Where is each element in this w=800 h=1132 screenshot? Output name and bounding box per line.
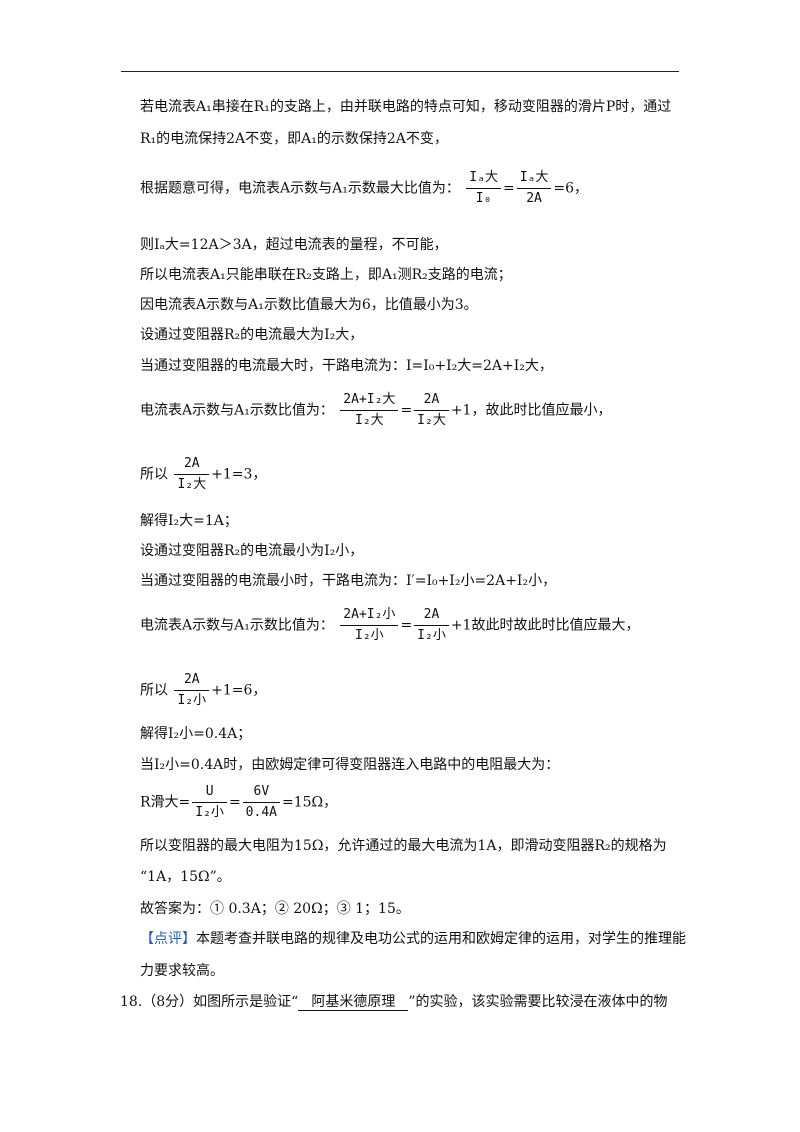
text-line-7: 设通过变阻器R₂的电流最大为I₂大， [140, 327, 364, 343]
text-line-19: 所以变阻器的最大电阻为15Ω，允许通过的最大电流为1A，即滑动变阻器R₂的规格为 [140, 838, 667, 854]
text-line-5: 所以电流表A₁只能串联在R₂支路上，即A₁测R₂支路的电流； [140, 267, 512, 283]
review-paragraph: 【点评】本题考查并联电路的规律及电功公式的运用和欧姆定律的运用，对学生的推理能 [140, 931, 686, 947]
text-line-8: 当通过变阻器的电流最大时，干路电流为：I=I₀+I₂大=2A+I₂大， [140, 358, 553, 374]
text-line-20: “1A，15Ω”。 [140, 869, 231, 885]
text-line-6: 因电流表A示数与A₁示数比值最大为6，比值最小为3。 [140, 297, 478, 313]
text-line-16: 解得I₂小=0.4A； [140, 726, 252, 742]
text-line-17: 当I₂小=0.4A时，由欧姆定律可得变阻器连入电路中的电阻最大为： [140, 757, 560, 773]
formula-prefix: 根据题意可得，电流表A示数与A₁示数最大比值为： [140, 180, 460, 197]
text-line-12: 设通过变阻器R₂的电流最小为I₂小， [140, 543, 364, 559]
question-18: 18.（8分）如图所示是验证“阿基米德原理”的实验，该实验需要比较浸在液体中的物 [120, 994, 668, 1011]
text-line-23: 力要求较高。 [140, 963, 224, 979]
text-line-4: 则Iₐ大=12A＞3A，超过电流表的量程，不可能， [140, 237, 448, 253]
text-line-2: R₁的电流保持2A不变，即A₁的示数保持2A不变， [140, 131, 448, 147]
review-tag: 【点评】 [140, 931, 196, 947]
text-line-1: 若电流表A₁串接在R₁的支路上，由并联电路的特点可知，移动变阻器的滑片P时，通过 [140, 99, 672, 115]
text-line-13: 当通过变阻器的电流最小时，干路电流为：I′=I₀+I₂小=2A+I₂小， [140, 573, 557, 589]
answer-line: 故答案为：① 0.3A；② 20Ω；③ 1；15。 [140, 901, 410, 917]
header-rule [121, 71, 679, 72]
answer-blank: 阿基米德原理 [298, 994, 409, 1011]
text-line-11: 解得I₂大=1A； [140, 513, 238, 529]
